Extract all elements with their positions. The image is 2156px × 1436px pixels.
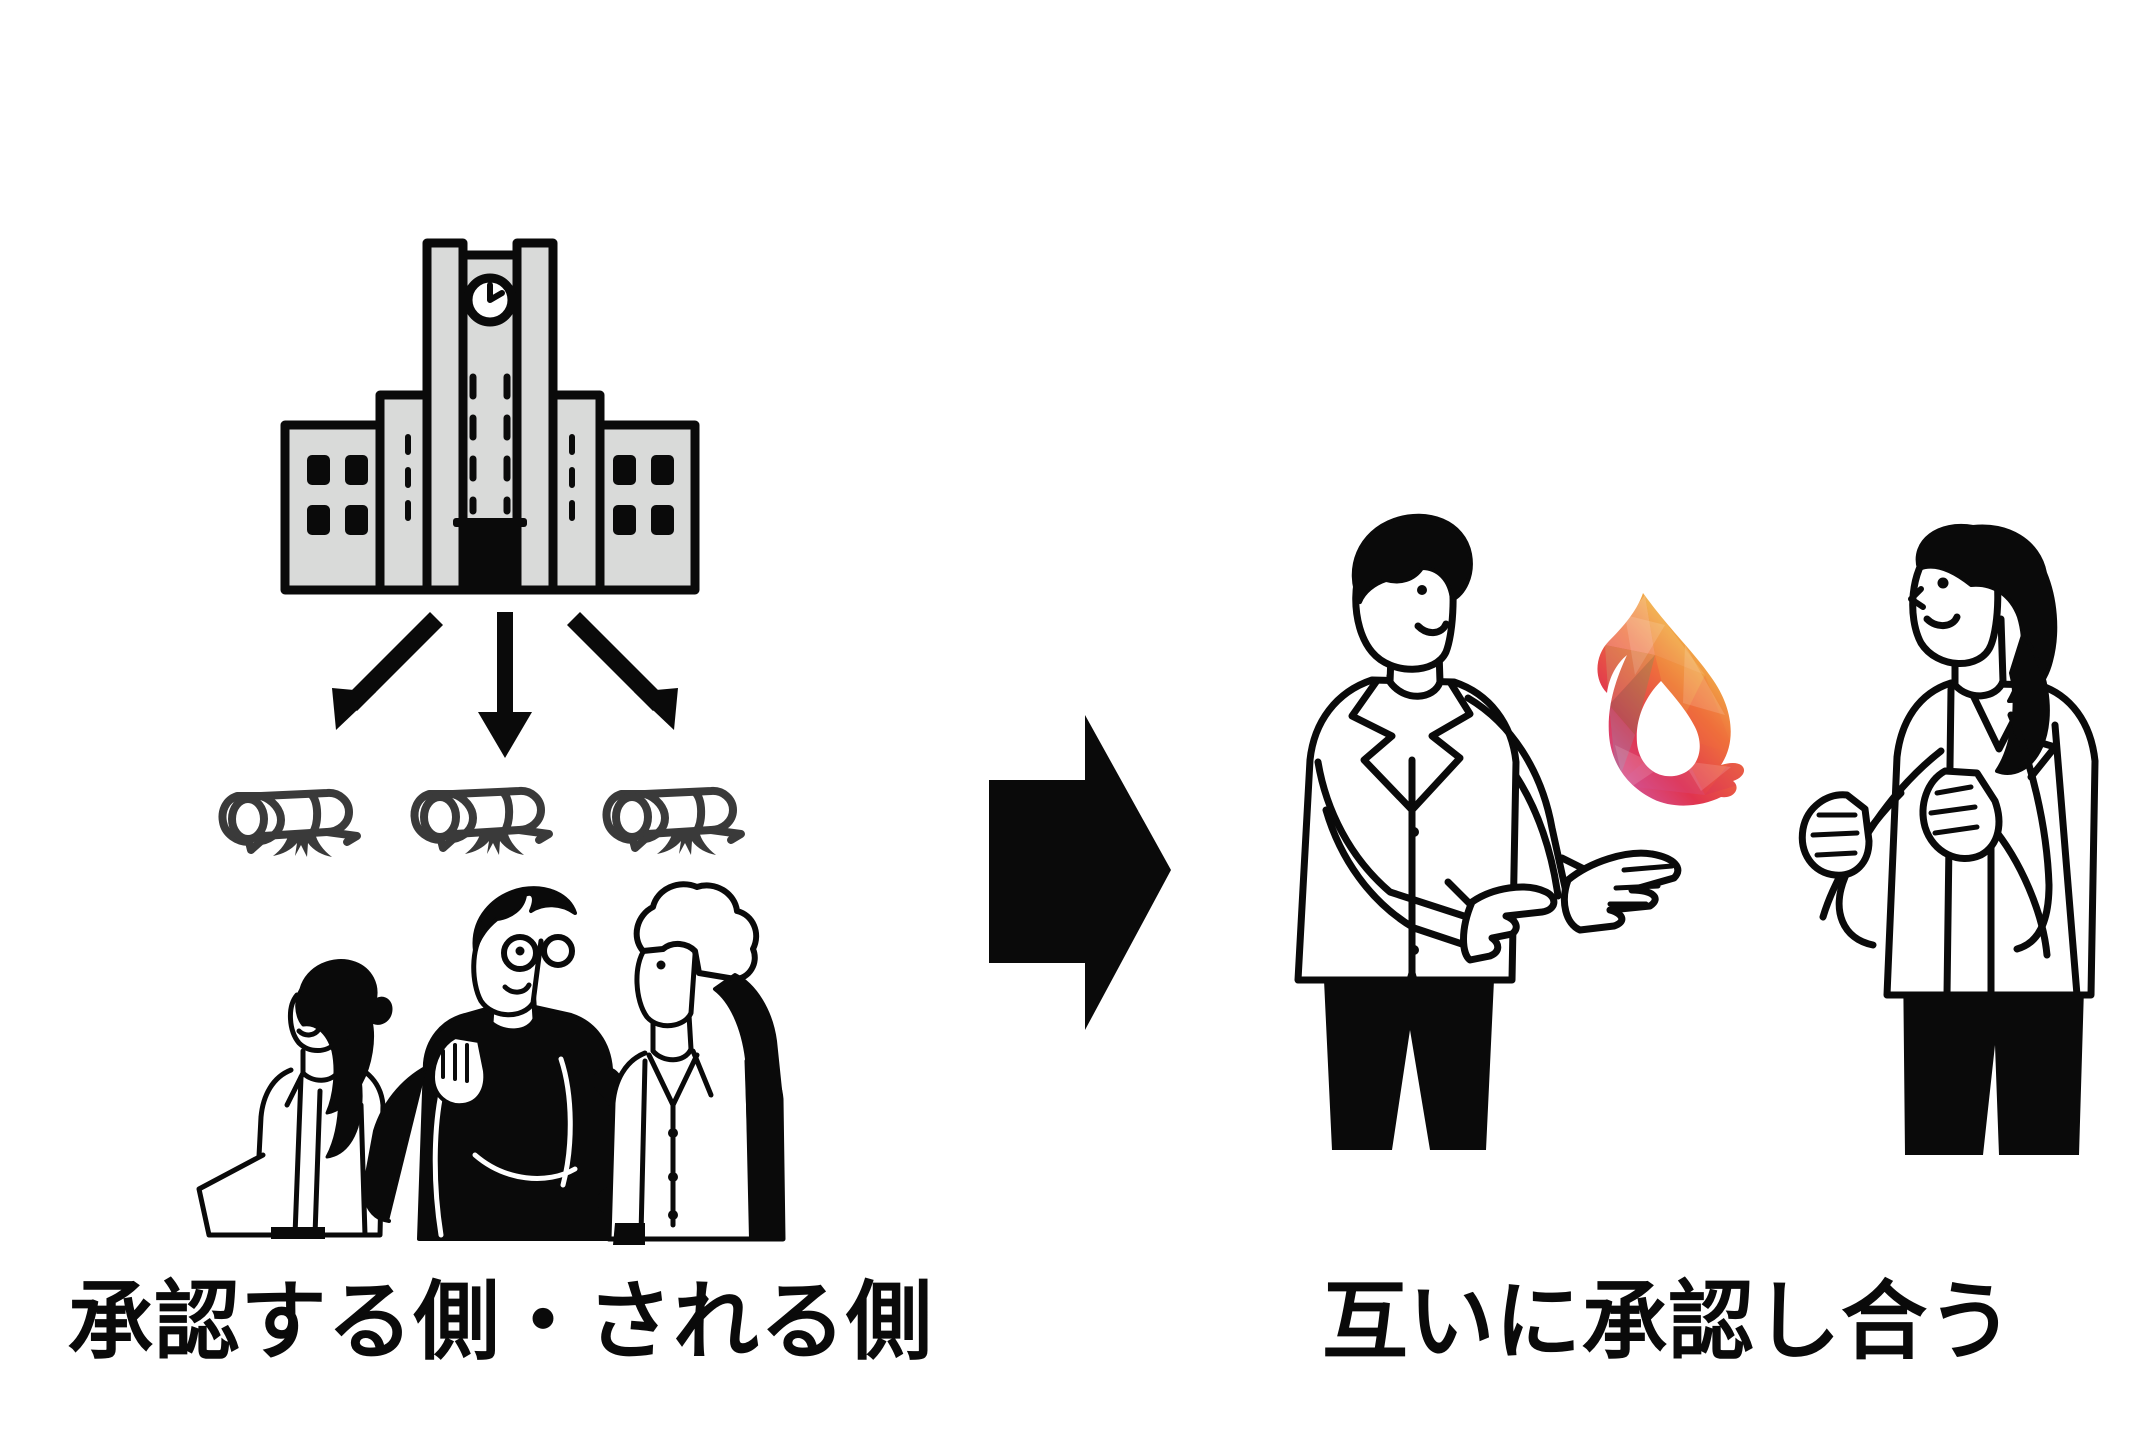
diploma-scroll-row bbox=[225, 760, 785, 860]
divergent-arrows-icon bbox=[280, 600, 730, 770]
student-curly-backpack bbox=[606, 881, 786, 1245]
right-concept-panel bbox=[1180, 0, 2156, 1436]
student-male-glasses bbox=[362, 886, 658, 1241]
left-concept-panel bbox=[0, 0, 1000, 1436]
right-panel-caption: 互いに承認し合う bbox=[1322, 1272, 2014, 1372]
right-arrow-icon bbox=[975, 715, 1175, 1030]
left-panel-caption: 承認する側・される側 bbox=[67, 1272, 933, 1372]
diploma-scroll-icon bbox=[607, 791, 741, 855]
man-offering-flame-illustration bbox=[1280, 510, 1700, 1170]
diploma-scroll-icon bbox=[223, 793, 357, 857]
clock-icon bbox=[463, 273, 517, 327]
rainbow-flame-icon bbox=[1565, 585, 1760, 810]
woman-receiving-illustration bbox=[1755, 523, 2125, 1170]
diploma-scroll-icon bbox=[415, 791, 549, 855]
school-building-icon bbox=[255, 215, 725, 625]
student-female-bun bbox=[196, 959, 393, 1239]
students-group-illustration bbox=[175, 855, 815, 1250]
